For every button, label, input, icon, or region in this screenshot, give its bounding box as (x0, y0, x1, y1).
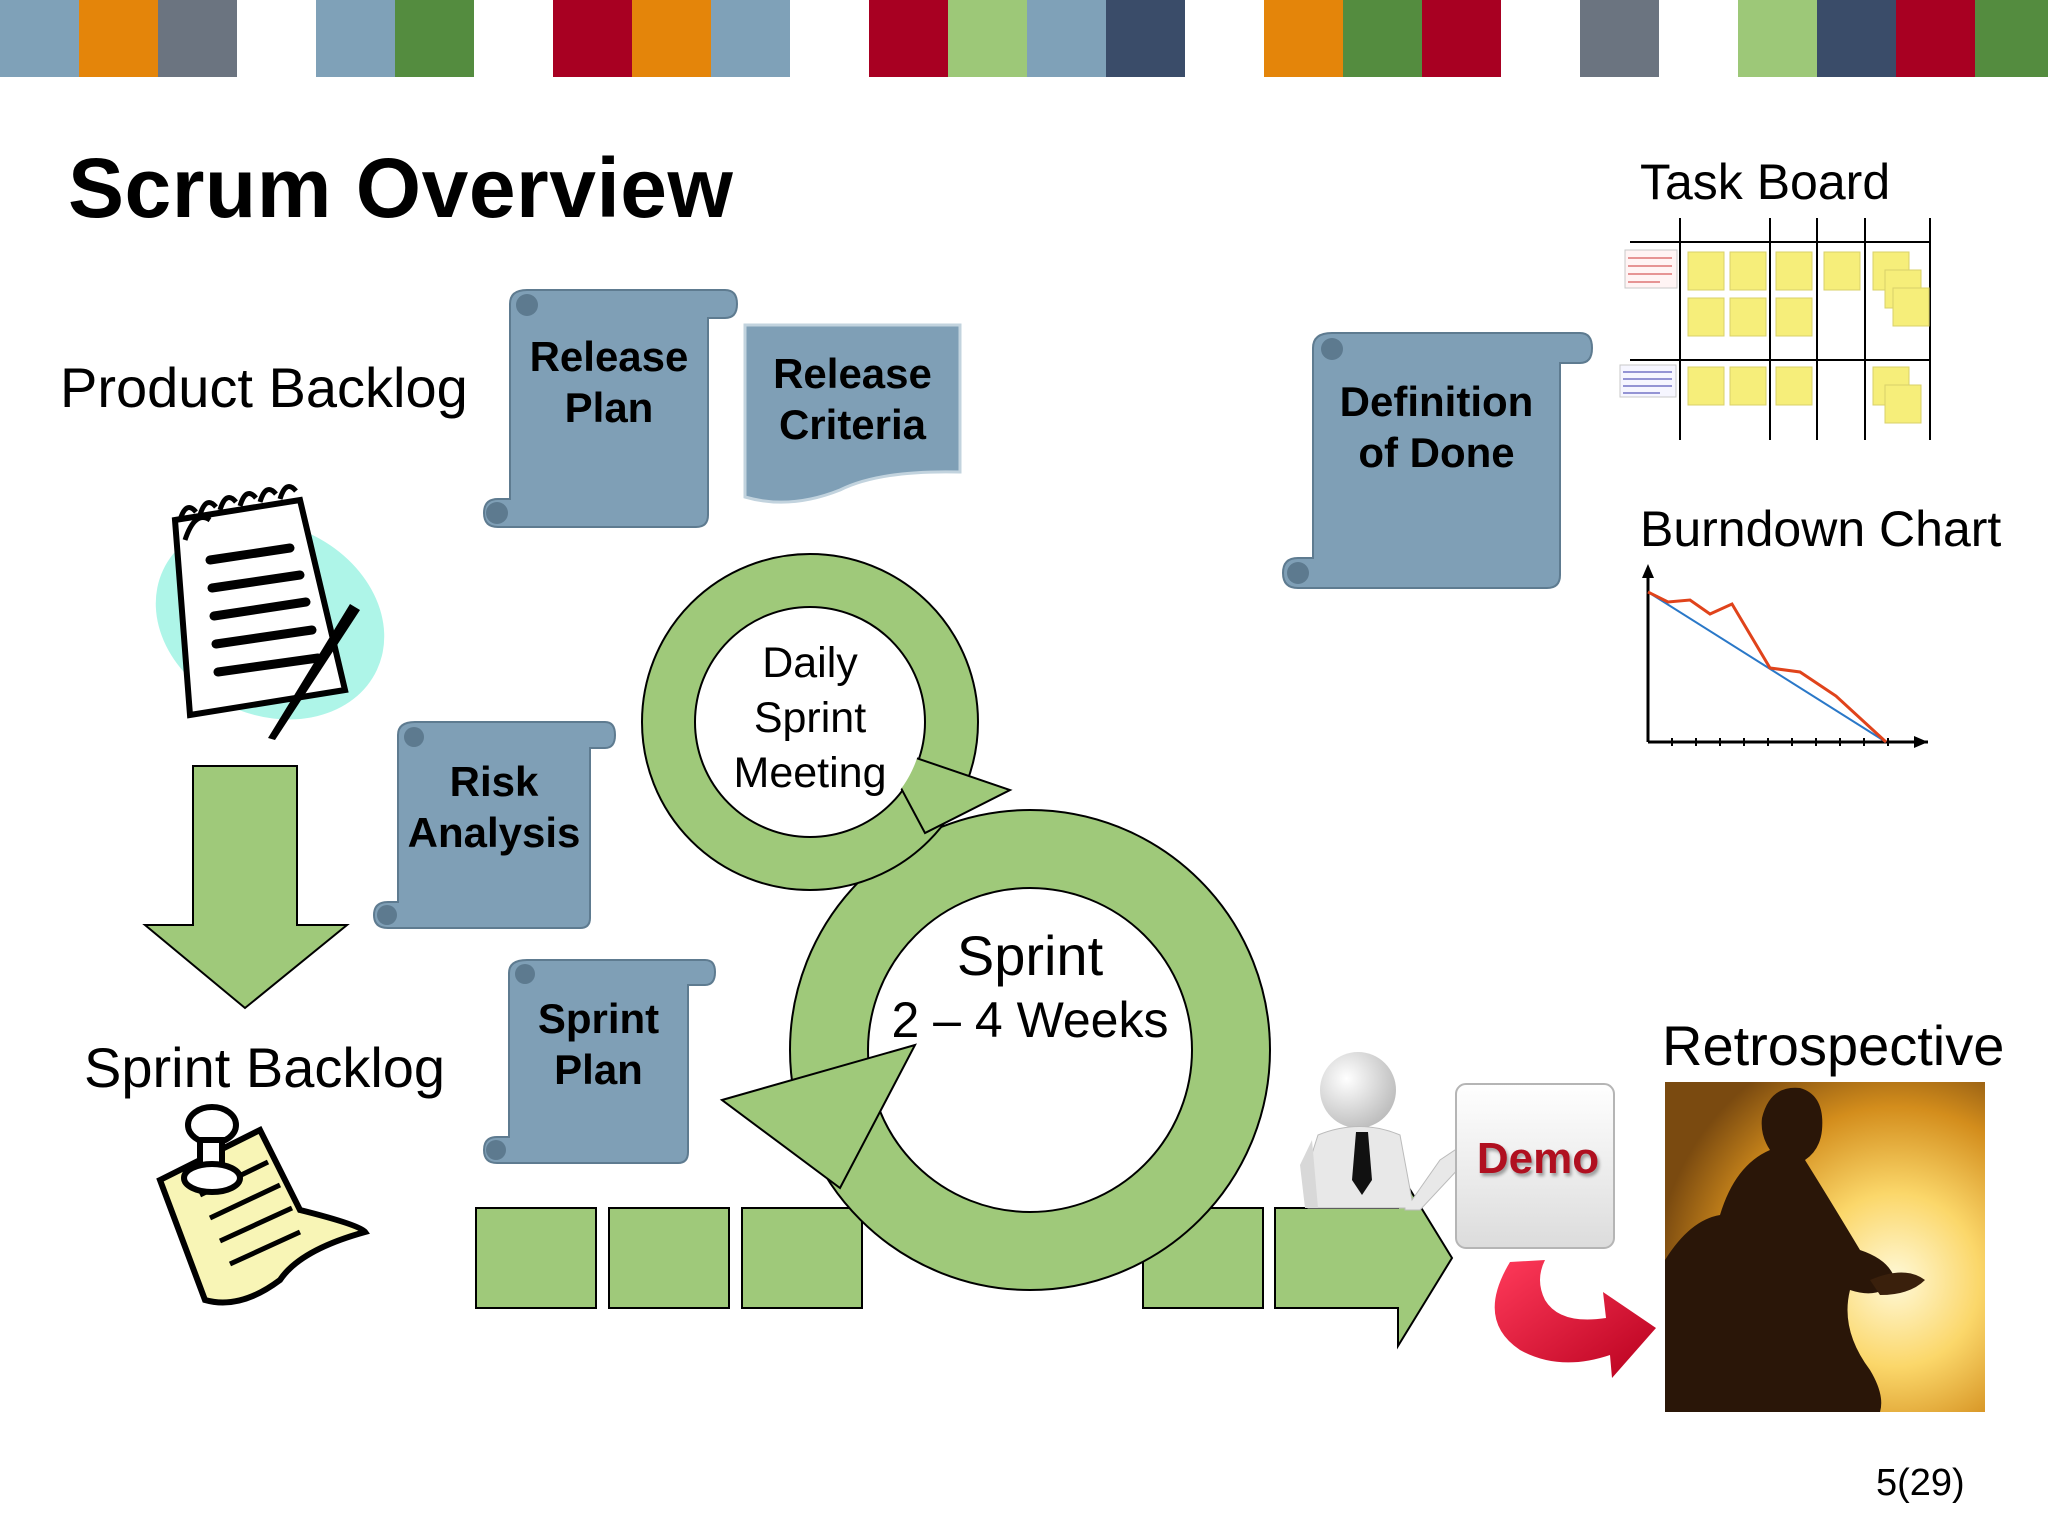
definition-of-done-line-2: of Done (1358, 429, 1515, 476)
release-criteria-line-2: Criteria (778, 401, 927, 448)
top-bar-segment (0, 0, 79, 77)
demo-label: Demo (1476, 1134, 1600, 1183)
top-bar-segment (1896, 0, 1975, 77)
top-bar-segment (316, 0, 395, 77)
daily-line-3: Meeting (733, 749, 887, 797)
task-board (1619, 218, 1931, 440)
top-bar-segment (1501, 0, 1580, 77)
task-board-label: Task Board (1640, 154, 1891, 210)
release-criteria-line-1: Release (773, 350, 932, 397)
release-criteria-text: Release Criteria (745, 348, 960, 450)
risk-analysis-line-1: Risk (449, 758, 539, 805)
top-bar-segment (711, 0, 790, 77)
product-backlog-label: Product Backlog (60, 356, 468, 419)
sprint-plan-line-2: Plan (554, 1046, 643, 1093)
sprint-title: Sprint (956, 924, 1104, 987)
scroll-risk-analysis (372, 721, 617, 929)
top-bar-segment (1106, 0, 1185, 77)
top-bar-segment (395, 0, 474, 77)
burndown-chart-label: Burndown Chart (1640, 501, 2002, 557)
top-bar-segment (1975, 0, 2048, 77)
release-plan-text: Release Plan (510, 331, 708, 433)
presenter-figure-icon (1300, 1052, 1463, 1211)
demo-card (1455, 1083, 1615, 1249)
sprint-plan-line-1: Sprint (537, 995, 660, 1042)
backlog-down-arrow (142, 765, 350, 1010)
top-bar-segment (948, 0, 1027, 77)
scroll-release-plan (482, 289, 739, 528)
definition-of-done-text: Definition of Done (1313, 376, 1560, 478)
sprint-cycle-text: Sprint 2 – 4 Weeks (860, 922, 1200, 1050)
pinned-note-icon (156, 1104, 370, 1306)
notepad-pen-icon (155, 484, 385, 740)
daily-line-1: Daily (762, 639, 858, 687)
page-number: 5(29) (1876, 1462, 1965, 1504)
top-bar-segment (1264, 0, 1343, 77)
top-bar-segment (1027, 0, 1106, 77)
top-bar-segment (553, 0, 632, 77)
scroll-sprint-plan (482, 959, 717, 1164)
top-bar-segment (790, 0, 869, 77)
daily-meeting-text: Daily Sprint Meeting (700, 636, 920, 801)
risk-analysis-line-2: Analysis (407, 809, 581, 856)
top-bar-segment (1185, 0, 1264, 77)
top-bar-segment (1343, 0, 1422, 77)
daily-cycle-arrow (640, 553, 1013, 891)
sunset-silhouette-image (1665, 1082, 1985, 1412)
top-bar-segment (1422, 0, 1501, 77)
top-bar-segment (237, 0, 316, 77)
sprint-item-boxes (475, 1207, 1264, 1309)
retrospective-label: Retrospective (1662, 1014, 2005, 1077)
top-bar-segment (1659, 0, 1738, 77)
sprint-plan-text: Sprint Plan (509, 993, 688, 1095)
scroll-definition-of-done (1281, 332, 1594, 589)
top-bar-segment (1580, 0, 1659, 77)
top-bar-segment (1738, 0, 1817, 77)
definition-of-done-line-1: Definition (1339, 378, 1534, 425)
sprint-cycle-arrow (719, 809, 1272, 1291)
top-bar-segment (474, 0, 553, 77)
release-plan-line-1: Release (529, 333, 689, 380)
curved-arrow-icon (1494, 1260, 1656, 1378)
daily-line-2: Sprint (753, 694, 867, 742)
top-bar-segment (79, 0, 158, 77)
release-plan-line-2: Plan (564, 384, 654, 431)
top-color-bar (0, 0, 2048, 77)
top-bar-segment (158, 0, 237, 77)
sprint-duration: 2 – 4 Weeks (891, 992, 1169, 1048)
page-title: Scrum Overview (68, 141, 734, 235)
top-bar-segment (869, 0, 948, 77)
sprint-backlog-label: Sprint Backlog (84, 1036, 446, 1099)
risk-analysis-text: Risk Analysis (398, 756, 590, 858)
burndown-chart (1642, 564, 1928, 748)
top-bar-segment (632, 0, 711, 77)
top-bar-segment (1817, 0, 1896, 77)
scroll-release-criteria (743, 323, 962, 504)
